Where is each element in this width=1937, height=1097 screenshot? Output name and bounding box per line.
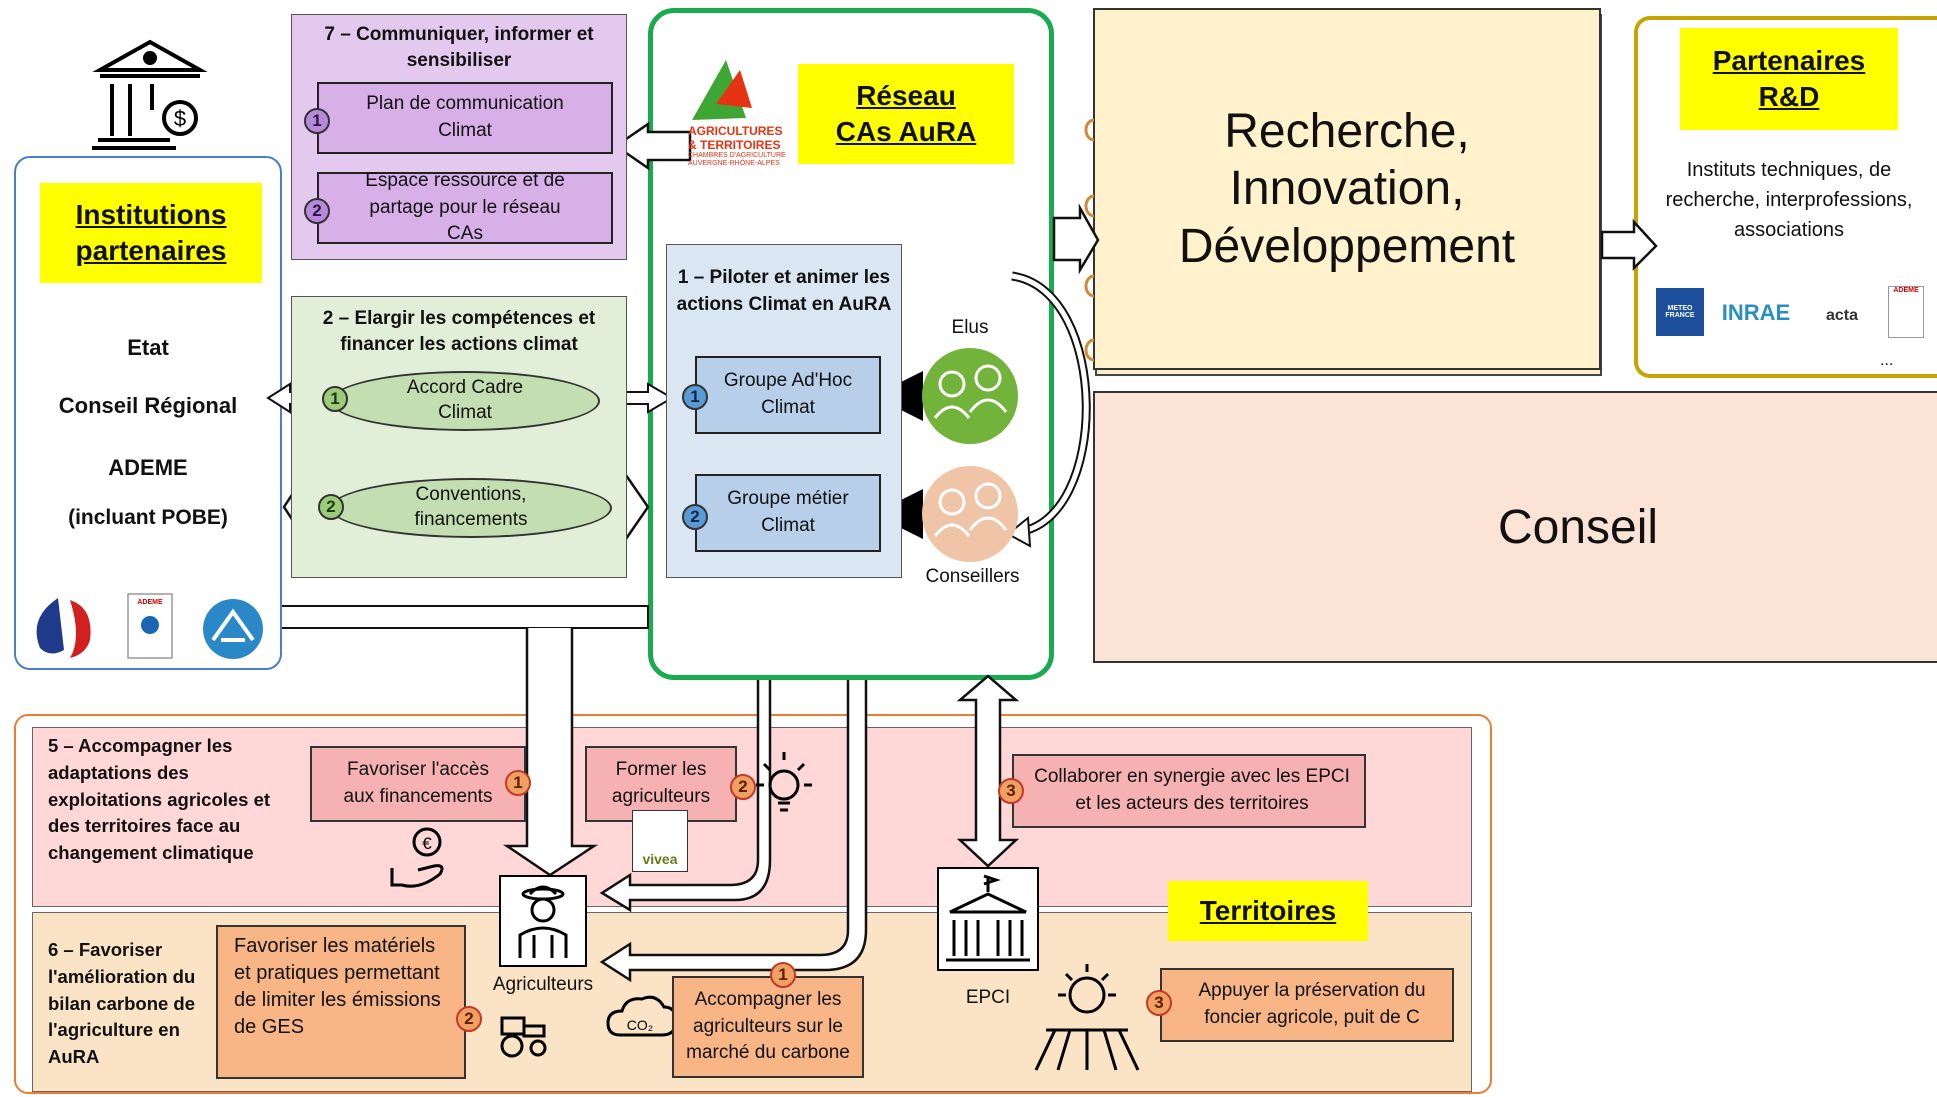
axis1-item2: Groupe métier Climat (695, 474, 881, 552)
axis2-badge-1: 1 (322, 386, 348, 412)
reseau-title: Réseau CAs AuRA (798, 64, 1014, 164)
sun-field-icon (1034, 964, 1140, 1071)
partners-more: ... (1880, 352, 1894, 369)
rid-title: Recherche, Innovation, Développement (1178, 104, 1516, 273)
ademe-logo-label: ADEME (137, 598, 163, 606)
axis6-badge-3: 3 (1146, 990, 1172, 1016)
axis1-item1: Groupe Ad'Hoc Climat (695, 356, 881, 434)
svg-text:€: € (422, 834, 432, 853)
conseil-title: Conseil (1497, 500, 1659, 554)
vivea-logo: vivea (632, 810, 688, 872)
axis2-badge-2: 2 (318, 494, 344, 520)
co2-cloud-icon: CO₂ (606, 995, 678, 1037)
axis2-item2: Conventions, financements (330, 478, 612, 538)
rid-box: Recherche, Innovation, Développement (1093, 8, 1601, 370)
axis5-badge-2: 2 (730, 774, 756, 800)
axis1-title: 1 – Piloter et animer les actions Climat… (676, 267, 892, 315)
svg-text:$: $ (174, 106, 186, 131)
partners-title: Partenaires R&D (1680, 28, 1898, 130)
ademe-logo-icon (127, 593, 173, 659)
elus-icon (922, 348, 1018, 444)
axis6-title: 6 – Favoriser l'amélioration du bilan ca… (48, 939, 196, 1068)
epci-building-icon (946, 874, 1030, 962)
axis1-badge-2: 2 (682, 504, 708, 530)
axis7-badge-2: 2 (304, 198, 330, 224)
axis6-item3: Appuyer la préservation du foncier agric… (1160, 968, 1454, 1042)
logo-inrae: INRAE (1721, 300, 1791, 325)
logo-meteo-france: METEO FRANCE (1656, 288, 1704, 336)
axis5-item3: Collaborer en synergie avec les EPCI et … (1012, 754, 1366, 828)
conseillers-icon (922, 466, 1018, 562)
axis6-badge-1: 1 (770, 962, 796, 988)
inst-ademe: ADEME (108, 455, 188, 480)
agriculteurs-label: Agriculteurs (492, 974, 594, 995)
logo-acta: acta (1825, 307, 1859, 324)
farmer-icon (518, 885, 568, 958)
epci-label: EPCI (965, 987, 1011, 1008)
elus-label: Elus (951, 317, 989, 338)
axis1-badge-1: 1 (682, 384, 708, 410)
territoires-title: Territoires (1168, 881, 1368, 941)
inst-conseil-regional: Conseil Régional (58, 393, 238, 418)
arrow-reseau-to-axis7 (613, 121, 692, 171)
axis7-item1: Plan de communication Climat (317, 82, 613, 154)
axis6-badge-2: 2 (456, 1006, 482, 1032)
axis5-item1: Favoriser l'accès aux financements (310, 746, 526, 822)
inst-pobe: (incluant POBE) (68, 506, 228, 529)
lightbulb-icon (756, 752, 812, 812)
conseil-box: Conseil (1093, 391, 1937, 663)
axis5-badge-3: 3 (998, 778, 1024, 804)
inst-etat: Etat (127, 335, 169, 360)
logo-ademe-partner: ADEME (1888, 286, 1924, 338)
euro-hand-icon: € (390, 827, 444, 888)
marianne-logo-icon (36, 598, 91, 658)
tractor-icon (500, 1016, 547, 1058)
ca-logo-icon (692, 60, 752, 120)
axis2-title: 2 – Elargir les compétences et financer … (322, 308, 596, 355)
bank-icon: $ (92, 39, 208, 150)
axis7-badge-1: 1 (304, 108, 330, 134)
axis6-item1: Accompagner les agriculteurs sur le marc… (672, 976, 864, 1078)
axis7-item2: Espace ressource et de partage pour le r… (317, 170, 613, 244)
axis5-title: 5 – Accompagner les adaptations des expl… (48, 735, 271, 864)
ca-logo-text: agricultures & territoires CHAMBRES D'AG… (688, 124, 786, 167)
region-logo-icon (203, 599, 263, 659)
axis2-item1: Accord Cadre Climat (330, 371, 600, 431)
partners-desc: Instituts techniques, de recherche, inte… (1665, 159, 1913, 241)
conseillers-label: Conseillers (925, 566, 1020, 587)
axis7-title: 7 – Communiquer, informer et sensibilise… (324, 24, 594, 71)
axis6-item2: Favoriser les matériels et pratiques per… (216, 925, 466, 1079)
institutions-title: Institutions partenaires (40, 183, 262, 283)
svg-text:CO₂: CO₂ (627, 1017, 653, 1033)
axis5-badge-1: 1 (505, 770, 531, 796)
